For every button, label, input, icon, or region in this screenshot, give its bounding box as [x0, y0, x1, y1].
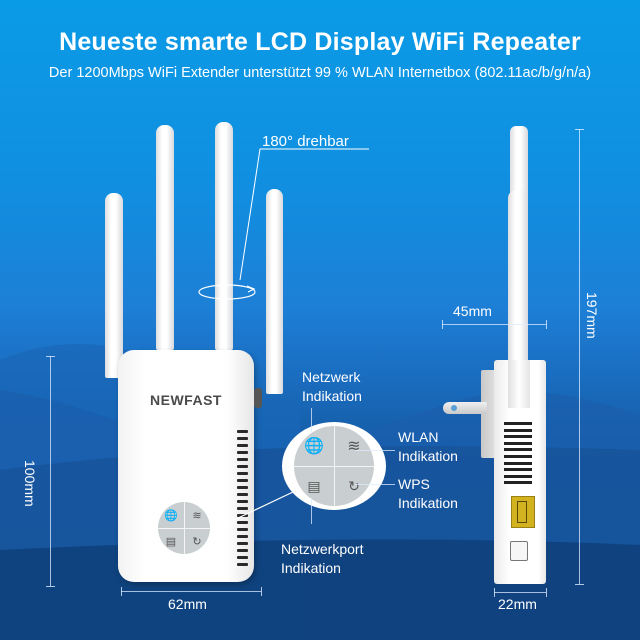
- brand-logo: NEWFAST: [150, 392, 222, 408]
- dimension-width-label: 62mm: [168, 596, 207, 612]
- rotation-label: 180° drehbar: [262, 133, 349, 150]
- antenna-2: [156, 125, 174, 350]
- dimension-total-height-line: [579, 129, 580, 584]
- leader-wps: [355, 484, 395, 485]
- wps-button: [510, 541, 528, 561]
- ethernet-port: [511, 496, 535, 528]
- side-vents: [504, 422, 532, 488]
- page-subtitle: Der 1200Mbps WiFi Extender unterstützt 9…: [48, 65, 592, 81]
- led-panel: 🌐 ≋ ▤ ↻: [158, 502, 210, 554]
- rotation-arrow-icon: [198, 284, 256, 300]
- leader-wlan: [355, 450, 395, 451]
- rotation-leader-line: [239, 148, 369, 281]
- repeater-front-view: NEWFAST 🌐 ≋ ▤ ↻: [118, 350, 254, 582]
- dimension-plug-depth-line: [442, 324, 546, 325]
- magnifier-leader-line: [216, 491, 294, 529]
- page-title: Neueste smarte LCD Display WiFi Repeater: [59, 28, 581, 56]
- leader-netzwerk: [311, 408, 312, 432]
- dimension-total-height-label: 197mm: [584, 292, 600, 339]
- led-panel-magnified: 🌐 ≋ ▤ ↻: [282, 422, 386, 510]
- wifi-icon: ≋: [347, 438, 361, 455]
- antenna-hinge-right: [254, 388, 262, 408]
- side-antenna-front: [508, 190, 528, 412]
- ethernet-port-icon: ▤: [307, 477, 321, 494]
- globe-icon: 🌐: [164, 509, 178, 522]
- dimension-plug-depth-label: 45mm: [453, 303, 492, 319]
- dimension-height-label: 100mm: [22, 460, 38, 507]
- wps-icon: ↻: [348, 477, 360, 494]
- dimension-side-depth-label: 22mm: [498, 596, 537, 612]
- dimension-side-depth-line: [494, 592, 546, 593]
- power-plug-housing: [481, 370, 497, 458]
- antenna-1: [105, 193, 123, 378]
- globe-icon: 🌐: [304, 438, 324, 455]
- antenna-4: [266, 189, 283, 394]
- dimension-height-line: [50, 356, 51, 586]
- wifi-icon: ≋: [192, 509, 202, 522]
- dimension-width-line: [121, 591, 261, 592]
- ethernet-port-icon: ▤: [165, 535, 177, 548]
- wps-icon: ↻: [192, 535, 202, 548]
- antenna-3: [215, 122, 233, 350]
- repeater-side-view: [494, 360, 546, 584]
- side-vents: [237, 430, 248, 570]
- power-plug-prong: [443, 402, 487, 414]
- leader-netzwerkport: [311, 498, 312, 524]
